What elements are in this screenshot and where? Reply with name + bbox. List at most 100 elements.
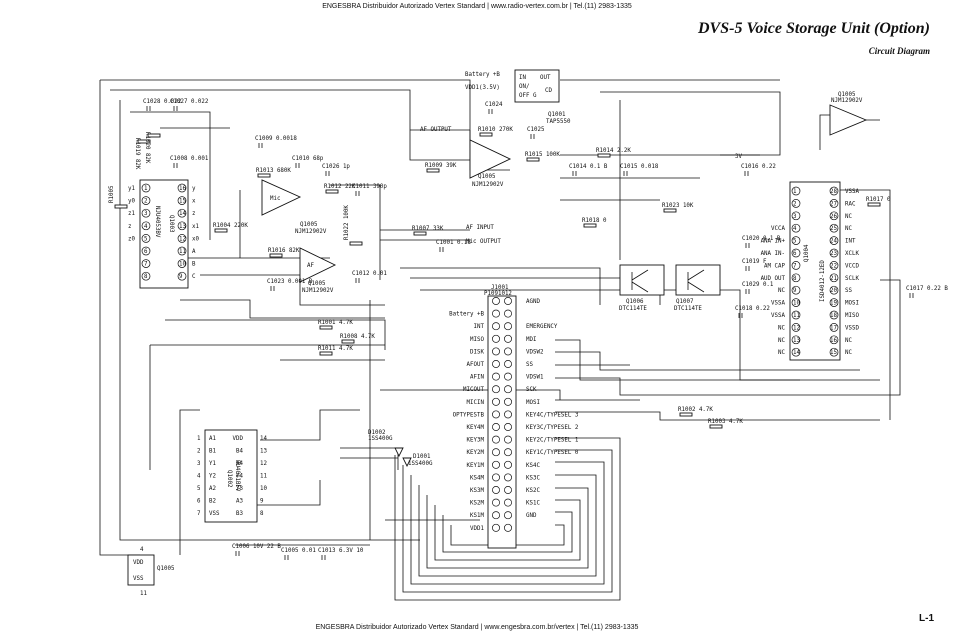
isd-ic-pin — [829, 261, 839, 270]
resistor-label: R1016 82K — [268, 248, 300, 254]
switch-ic-pin — [141, 234, 151, 243]
isd-ic-pin — [829, 285, 839, 295]
switch-ic-pin-number: 1 — [144, 186, 148, 192]
connector-pin — [492, 347, 500, 356]
isd-ic-pin — [829, 199, 839, 208]
transistor-q1007: Q1007 DTC114TE — [674, 264, 721, 312]
connector-pin — [504, 523, 512, 532]
logic-ic-part: BU4011BFV — [234, 460, 240, 492]
switch-ic-pin-number: 12 — [179, 236, 186, 242]
capacitor-symbol — [738, 313, 743, 318]
logic-ic-pin-label: B3 — [236, 511, 243, 517]
power-box-q1005: VDD VSS 4 11 Q1005 — [127, 547, 175, 597]
resistor-label: R1007 33K — [412, 226, 444, 232]
switch-ic-pin — [177, 234, 187, 243]
logic-ic-pin-number: 10 — [260, 486, 267, 492]
isd-ic-pin — [791, 248, 801, 258]
isd-ic-pin-number: 21 — [830, 276, 837, 282]
opamp-mic: Mic Q1005 NJM12902V — [261, 179, 327, 235]
isd-ic-pin-number: 8 — [793, 276, 797, 282]
switch-ic-pin-number: 10 — [179, 262, 186, 268]
regulator-q1001: IN OUT ON/ OFF G CD Q1001 TAP5550 — [514, 69, 571, 125]
reg-pin-off: OFF G — [519, 93, 537, 99]
isd-ic-pin-number: 15 — [830, 350, 837, 356]
isd-ic-pin-number: 19 — [830, 301, 837, 307]
capacitor-symbol — [572, 171, 577, 176]
header-bottom-text: ENGESBRA Distribuidor Autorizado Vertex … — [315, 624, 639, 631]
isd-ic-pin-label: AM CAP — [764, 263, 785, 269]
switch-ic-pin-number: 9 — [179, 274, 183, 280]
capacitor-symbol — [173, 106, 178, 111]
resistor-label: R1018 0 — [582, 218, 607, 224]
isd-ic-pin-label: AUD OUT — [761, 276, 786, 282]
reg-pin-cd: CD — [545, 88, 552, 94]
wires — [99, 79, 901, 601]
connector-pin — [504, 397, 512, 406]
capacitor-symbol — [355, 278, 360, 283]
isd-ic-pin-number: 5 — [793, 239, 797, 245]
isd-ic-pin-number: 13 — [793, 338, 800, 344]
isd-ic-pin — [791, 236, 801, 245]
diagram-subtitle: Circuit Diagram — [868, 46, 930, 56]
switch-ic-pin-number: 15 — [179, 199, 186, 205]
isd-ic-pin-number: 9 — [793, 288, 797, 294]
isd-ic-pin-number: 10 — [793, 301, 800, 307]
connector-pin — [504, 486, 512, 494]
isd-ic-pin-number: 16 — [830, 338, 837, 344]
switch-ic-pin — [141, 246, 151, 256]
connector-pin — [492, 334, 500, 343]
resistor-symbol — [341, 339, 355, 344]
isd-ic-pin-label: INT — [845, 239, 856, 245]
header-top-text: ENGESBRA Distribuidor Autorizado Vertex … — [322, 3, 632, 10]
switch-ic-ref: Q1003 — [168, 215, 174, 233]
connector-pin — [504, 410, 512, 419]
logic-ic-pin-number: 6 — [197, 499, 201, 505]
isd-ic-pin — [791, 310, 801, 320]
connector-pin — [504, 448, 512, 457]
capacitor-label: C1025 — [527, 127, 545, 133]
resistor-label: R1013 680K — [256, 168, 291, 174]
isd-ic-pin-label: VSSA — [771, 301, 785, 307]
connector-pin — [504, 460, 512, 469]
logic-ic-ref: Q1002 — [226, 470, 232, 487]
isd-ic-pin-number: 1 — [793, 189, 797, 195]
isd-ic-pin-number: 24 — [830, 239, 837, 245]
capacitor-symbol — [744, 171, 749, 176]
isd-ic-pin-label: MOSI — [845, 301, 859, 307]
isd-ic-pin — [791, 347, 801, 357]
isd-ic-pin-label: NC — [778, 325, 785, 331]
isd-ic-pin — [791, 211, 801, 221]
connector-right-label: KS4C — [526, 463, 540, 469]
connector-right-label: KS3C — [526, 475, 540, 481]
resistor-label: R1023 10K — [662, 203, 694, 209]
isd-ic-pin-label: NC — [778, 338, 785, 344]
resistor-label: R1004 220K — [213, 223, 248, 229]
connector-pin — [504, 385, 512, 394]
connector-left-label: KS3M — [470, 488, 484, 494]
reg-ref: Q1001 — [548, 112, 566, 118]
switch-ic-pin-number: 3 — [144, 211, 148, 217]
power-pin-11: 11 — [140, 591, 147, 597]
connector-pin — [492, 448, 500, 457]
resistor-symbol — [709, 424, 723, 429]
capacitor-symbol — [295, 163, 300, 168]
opamp-mic-label: Mic — [270, 196, 280, 202]
connector-left-label: KEY1M — [467, 463, 485, 469]
isd-ic-pin-number: 6 — [793, 251, 797, 257]
connector-pins: Battery +BINTMISODISKAFOUTAFINMICOUTMICI… — [449, 297, 579, 532]
resistor-symbol — [325, 189, 339, 194]
connector-pin — [504, 309, 512, 318]
switch-ic-pin-number: 2 — [144, 199, 148, 205]
switch-ic-pin-label: z1 — [128, 211, 135, 217]
net-battery: Battery +B — [465, 72, 500, 78]
resistor-label: R1020 82K — [144, 132, 150, 164]
capacitor-label: C1028 0.022 — [143, 99, 181, 105]
opamp-right-ref: Q1005 — [838, 92, 856, 98]
connector-right-label: MDI — [526, 337, 536, 343]
resistor-label: R1005 — [109, 185, 115, 203]
switch-ic-pin-label: y0 — [128, 199, 135, 205]
connector-right-label: EMERGENCY — [526, 324, 558, 330]
page-number: L-1 — [919, 613, 934, 624]
